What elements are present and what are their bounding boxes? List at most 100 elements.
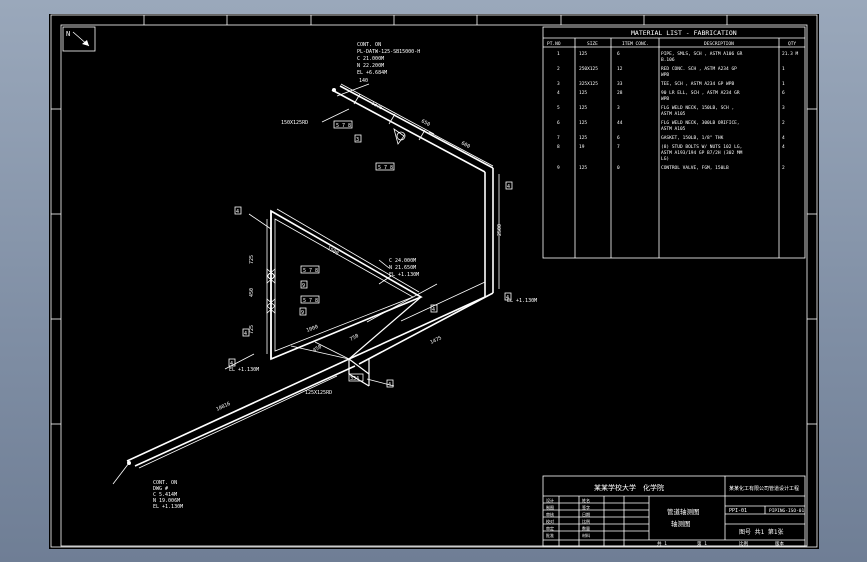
tb-field-0: 姓名	[582, 497, 590, 503]
row-4-size: 125	[579, 105, 587, 111]
drawing-canvas[interactable]: N	[49, 14, 819, 549]
dim-10816: 10816	[215, 401, 231, 413]
row-7-desc-0: (8) STUD BOLTS W/ NUTS 102 LG,	[661, 144, 742, 150]
tag-4-f: 4	[230, 361, 233, 367]
inner-frame	[60, 24, 808, 547]
row-3-desc-0: 90 LR ELL, SCH , ASTM A234 GR	[661, 90, 740, 96]
row-2-desc-0: TEE, SCH , ASTM A234 GP WPB	[661, 81, 734, 87]
row-5-no: 6	[557, 120, 560, 126]
top-callout-line-4: EL +6.684M	[357, 70, 387, 76]
bottom-callout-line-0: CONT. ON	[153, 480, 177, 486]
header-qty: QTY	[788, 41, 796, 47]
row-7-qty: 4	[782, 144, 785, 150]
row-7-no: 8	[557, 144, 560, 150]
reducer-bottom-label: 125X125RD	[305, 390, 332, 396]
drawing-svg: N	[50, 14, 818, 548]
tb-field-4: 数量	[582, 525, 590, 531]
bottom-callout-line-1: DWG #	[153, 486, 168, 492]
row-4-desc-1: ASTM A105	[661, 111, 686, 117]
row-1-size: 250X125	[579, 66, 598, 72]
row-5-conc: 44	[617, 120, 623, 126]
mid-callout-line-1: N 21.650M	[389, 265, 416, 271]
row-1-desc-1: WPB	[661, 72, 669, 78]
tag-9-b: 9	[301, 310, 304, 316]
tb-field-5: 材料	[582, 532, 590, 538]
tag-4-b: 4	[507, 184, 510, 190]
row-7-desc-1: ASTM A193/194 GP B7/2H (302 MM	[661, 150, 743, 156]
zone-ticks	[51, 15, 817, 425]
top-callout-line-1: PL-DATW-125-SB15000-H	[357, 49, 420, 55]
row-3-size: 125	[579, 90, 587, 96]
row-5-qty: 2	[782, 120, 785, 126]
row-5-size: 125	[579, 120, 587, 126]
tb-title-1: 轴测图	[671, 519, 691, 528]
row-4-qty: 3	[782, 105, 785, 111]
tb-field-3: 比例	[582, 518, 590, 524]
pipe-isometric	[112, 85, 494, 485]
tag-578-b: 5 7 8	[378, 165, 393, 171]
bottom-callout-line-3: N 19.006M	[153, 498, 180, 504]
row-8-no: 9	[557, 165, 560, 171]
material-list-title: MATERIAL LIST - FABRICATION	[631, 29, 737, 37]
row-3-conc: 28	[617, 90, 623, 96]
row-3-no: 4	[557, 90, 560, 96]
row-8-size: 125	[579, 165, 587, 171]
row-4-conc: 3	[617, 105, 620, 111]
dim-450-a: 450	[249, 288, 255, 297]
row-2-no: 3	[557, 81, 560, 87]
row-8-qty: 2	[782, 165, 785, 171]
row-0-desc-1: B.106	[661, 57, 675, 63]
mid-callout-line-2: EL +1.130M	[389, 272, 419, 278]
dim-1475: 1475	[429, 335, 442, 346]
tb-footer-0: 共 1	[657, 540, 667, 547]
tb-code: PPI-01	[729, 508, 747, 514]
tb-code2: PIPING-ISO-01	[769, 508, 805, 514]
mid-callout: C 24.000M N 21.650M EL +1.130M	[389, 258, 419, 278]
top-callout-line-3: N 22.200M	[357, 63, 384, 69]
tag-4-c: 4	[506, 295, 509, 301]
tag-578-c: 5 7 8	[303, 268, 318, 274]
row-8-desc-0: CONTROL VALVE, FGM, 150LB	[661, 165, 729, 171]
top-callout-line-0: CONT. ON	[357, 42, 381, 48]
dim-725-b: 725	[249, 325, 255, 334]
row-5-desc-1: ASTM A105	[661, 126, 686, 132]
tb-field-2: 日期	[582, 511, 590, 517]
dim-450-b: 450	[312, 344, 323, 354]
el-140-label: 140	[359, 78, 368, 84]
row-3-desc-1: WPB	[661, 96, 669, 102]
tb-role-1: 制图	[546, 504, 554, 510]
row-7-size: 19	[579, 144, 585, 150]
tb-role-0: 设计	[546, 497, 554, 503]
tb-footer-1: 第 1	[697, 540, 707, 547]
row-2-size: 325X125	[579, 81, 598, 87]
header-conc: ITEM CONC.	[622, 41, 649, 47]
tag-578-d: 5 7 8	[303, 298, 318, 304]
row-6-no: 7	[557, 135, 560, 141]
outer-frame	[50, 14, 818, 548]
bottom-callout: CONT. ON DWG # C 5.414M N 19.006M EL +1.…	[153, 480, 183, 510]
dim-725-a: 725	[249, 255, 255, 264]
row-1-conc: 12	[617, 66, 623, 72]
row-6-qty: 4	[782, 135, 785, 141]
row-2-conc: 33	[617, 81, 623, 87]
mid-callout-line-0: C 24.000M	[389, 258, 416, 264]
tb-company: 某某化工有限公司管道设计工程	[729, 485, 799, 492]
row-3-qty: 6	[782, 90, 785, 96]
item-tags: 5 7 8 5 7 8 5 7 8 5 7 8 9 9 3 4 4 4 4 4 …	[228, 120, 513, 388]
row-1-desc-0: RED CONC. SCH , ASTM A234 GP	[661, 66, 737, 72]
dimension-lines	[138, 83, 500, 469]
dim-2500: 2500	[497, 224, 503, 236]
row-0-desc-0: PIPE, SMLS, SCH , ASTM A106 GR	[661, 51, 743, 57]
header-description: DESCRIPTION	[704, 41, 734, 47]
bottom-callout-line-4: EL +1.130M	[153, 504, 183, 510]
row-4-desc-0: FLG WELD NECK, 150LB, SCH ,	[661, 105, 734, 111]
dim-600: 600	[460, 140, 471, 150]
dim-650: 650	[420, 118, 431, 128]
north-arrow: N	[62, 26, 96, 52]
row-0-conc: 6	[617, 51, 620, 57]
bottom-callout-line-2: C 5.414M	[153, 492, 177, 498]
row-7-conc: 7	[617, 144, 620, 150]
